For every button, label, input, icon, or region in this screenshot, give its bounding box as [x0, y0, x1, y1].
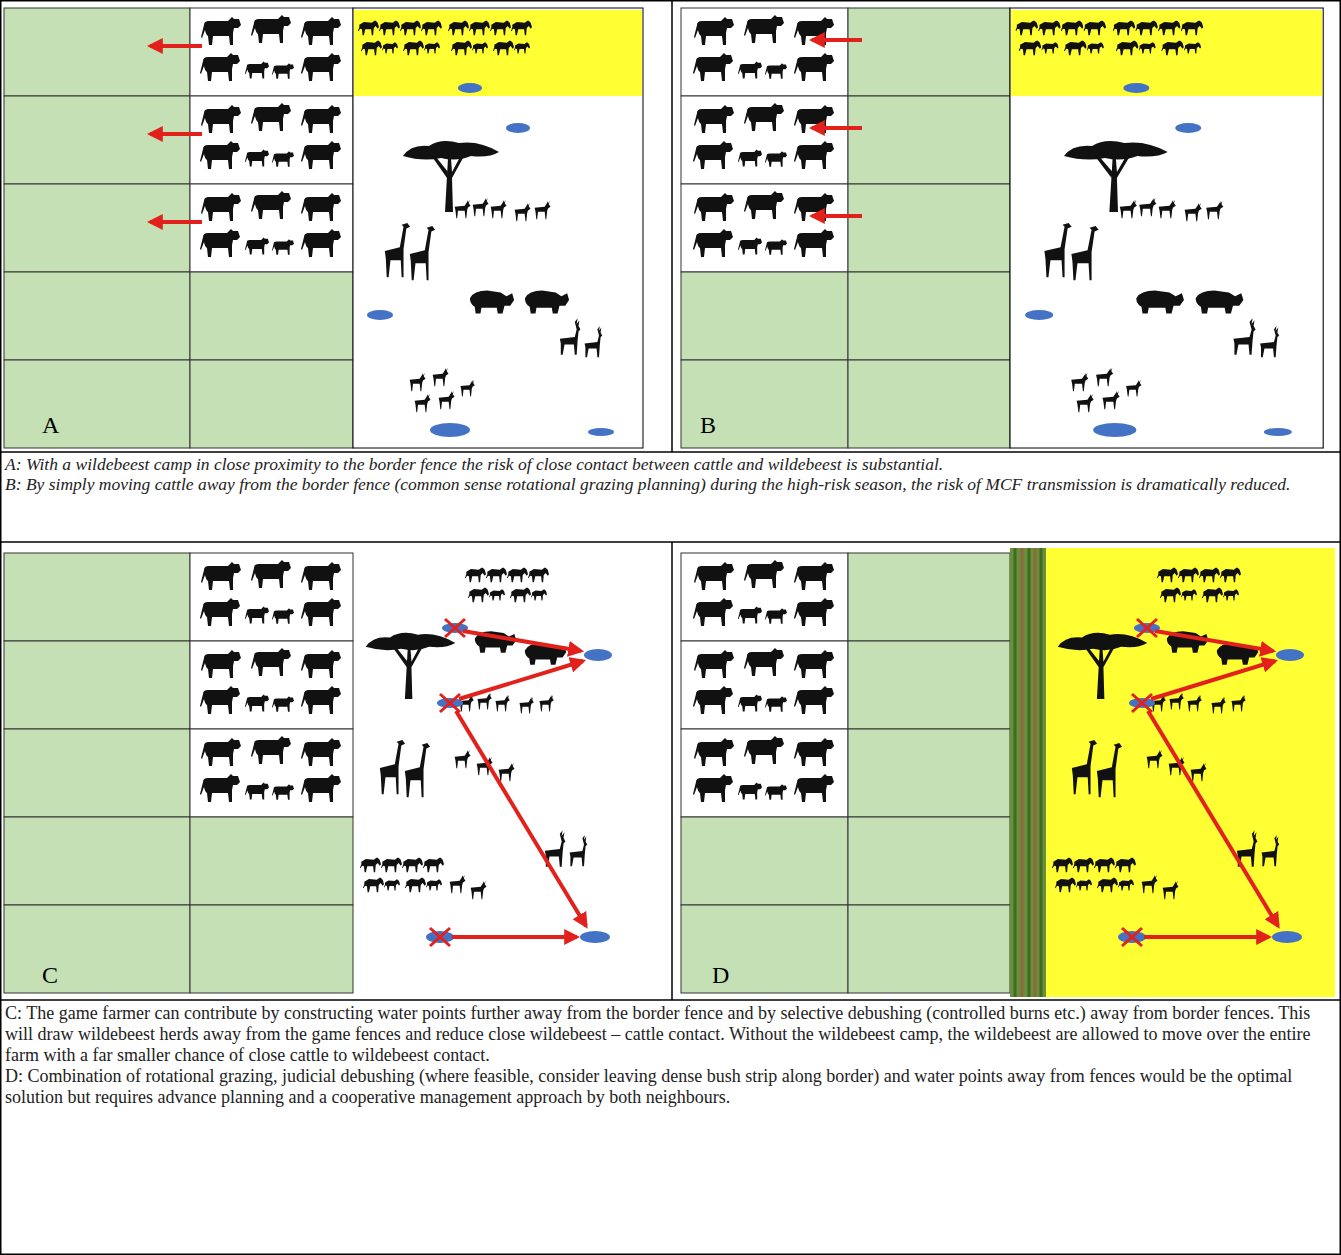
figure-panel: C [0, 542, 672, 1000]
rect-shape [190, 8, 353, 96]
rect-shape [848, 272, 1010, 360]
rect-shape [4, 272, 190, 360]
figure-panel: A [0, 0, 672, 452]
rect-shape [4, 817, 190, 905]
rect-shape [681, 8, 848, 96]
figure-panel: D [672, 542, 1341, 1000]
game-area [360, 568, 612, 946]
rect-shape [4, 184, 190, 272]
rect-shape [848, 729, 1010, 817]
line-shape [1034, 548, 1037, 997]
rect-shape [681, 729, 848, 817]
line-shape [0, 541, 1341, 543]
line-shape [812, 38, 862, 42]
line-shape [1040, 548, 1043, 997]
rect-shape [681, 817, 848, 905]
rect-shape [4, 729, 190, 817]
rect-shape [848, 360, 1010, 448]
game-area [1010, 8, 1323, 448]
panel-letter: D [712, 962, 729, 988]
rect-shape [190, 272, 353, 360]
grazing-camps [681, 8, 1010, 448]
grazing-camps [4, 553, 353, 993]
line-shape [812, 126, 862, 130]
rect-shape [681, 96, 848, 184]
panel-letter: A [42, 412, 59, 438]
rect-shape [848, 184, 1010, 272]
cattle-herd [693, 560, 834, 626]
caption-text: D: Combination of rotational grazing, ju… [5, 1066, 1337, 1108]
game-area [353, 8, 643, 448]
rect-shape [848, 96, 1010, 184]
rect-shape [4, 8, 190, 96]
rect-shape [190, 184, 353, 272]
cattle-herd [200, 648, 341, 714]
panel-letter: C [42, 962, 58, 988]
caption-text: C: The game farmer can contribute by con… [5, 1003, 1337, 1066]
line-shape [1021, 548, 1024, 997]
move-arrows [150, 46, 202, 222]
rect-shape [190, 360, 353, 448]
rect-shape [190, 553, 353, 641]
rect-shape [190, 96, 353, 184]
rect-shape [190, 905, 353, 993]
line-shape [0, 999, 1341, 1001]
rect-shape [190, 641, 353, 729]
line-shape [150, 132, 202, 136]
cattle-herd [693, 15, 834, 81]
rect-shape [681, 360, 848, 448]
line-shape [671, 542, 673, 1000]
rect-shape [4, 905, 190, 993]
g-shape [1015, 548, 1041, 997]
panel-letter: B [700, 412, 716, 438]
cattle-herd [693, 736, 834, 802]
cattle-herd [200, 103, 341, 169]
rect-shape [848, 553, 1010, 641]
caption-block: C: The game farmer can contribute by con… [5, 1003, 1337, 1108]
rect-shape [848, 641, 1010, 729]
rect-shape [4, 553, 190, 641]
cattle-herd [200, 191, 341, 257]
grazing-camps [4, 8, 353, 448]
caption-block: A: With a wildebeest camp in close proxi… [5, 455, 1337, 494]
line-shape [150, 220, 202, 224]
rect-shape [681, 272, 848, 360]
rect-shape [4, 641, 190, 729]
rect-shape [681, 641, 848, 729]
cattle-herd [200, 560, 341, 626]
caption-text: B: By simply moving cattle away from the… [5, 475, 1337, 495]
grazing-camps [681, 553, 1010, 993]
rect-shape [4, 360, 190, 448]
cattle-herd [693, 191, 834, 257]
rect-shape [4, 96, 190, 184]
cattle-herd [693, 103, 834, 169]
cattle-herd [693, 648, 834, 714]
line-shape [1028, 548, 1031, 997]
line-shape [812, 214, 862, 218]
game-area-ground [1046, 548, 1335, 997]
rect-shape [190, 817, 353, 905]
rect-shape [190, 729, 353, 817]
rect-shape [848, 817, 1010, 905]
caption-text: A: With a wildebeest camp in close proxi… [5, 455, 1337, 475]
rect-shape [848, 8, 1010, 96]
figure-panel: B [672, 0, 1341, 452]
line-shape [150, 44, 202, 48]
bush-strip [1010, 548, 1046, 997]
cattle-herd [200, 736, 341, 802]
rect-shape [681, 905, 848, 993]
line-shape [671, 0, 673, 452]
rect-shape [681, 553, 848, 641]
game-area [1052, 568, 1304, 946]
rect-shape [848, 905, 1010, 993]
move-arrows [812, 40, 862, 216]
rect-shape [681, 184, 848, 272]
rect-shape [1010, 548, 1046, 997]
cattle-herd [200, 15, 341, 81]
line-shape [1014, 548, 1017, 997]
line-shape [0, 451, 1341, 453]
